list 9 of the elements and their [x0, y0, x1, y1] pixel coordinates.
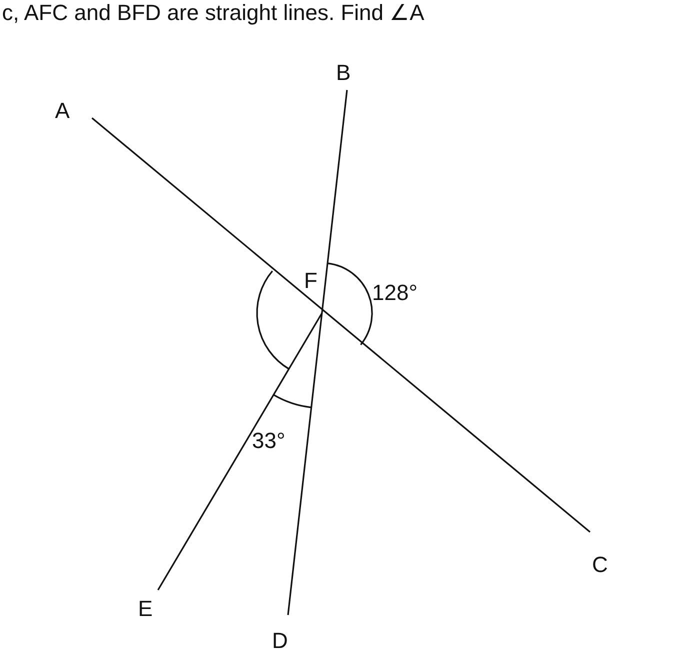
angle-label: 33° — [252, 430, 286, 452]
point-label: A — [55, 100, 70, 122]
point-label: C — [592, 554, 608, 576]
angle-label: 128° — [372, 282, 418, 304]
point-label: F — [304, 270, 318, 292]
question-text: c, AFC and BFD are straight lines. Find ∠A — [2, 2, 424, 24]
point-label: B — [336, 62, 351, 84]
point-label: E — [138, 598, 153, 620]
point-label: D — [272, 630, 288, 652]
